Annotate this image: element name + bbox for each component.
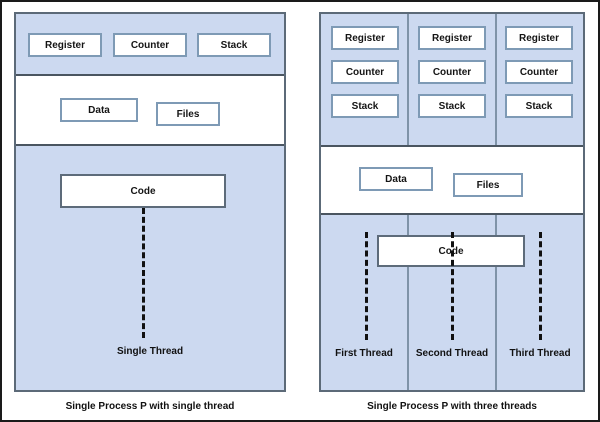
right-second-thread-line: [451, 232, 454, 340]
left-stack-label: Stack: [220, 39, 248, 51]
left-stack-box: Stack: [197, 33, 271, 57]
right-first-thread-label: First Thread: [335, 348, 393, 359]
left-single-thread-label: Single Thread: [116, 346, 184, 357]
right-col1-register-box: Register: [331, 26, 399, 50]
right-code-band: Code First Thread Second Thread Third Th…: [321, 215, 583, 390]
right-process-panel: Register Counter Stack Register Counter …: [319, 12, 585, 392]
right-col2-counter-label: Counter: [432, 66, 472, 78]
left-code-box: Code: [60, 174, 226, 208]
right-col3-stack-label: Stack: [525, 100, 553, 112]
right-threads-registers-band: Register Counter Stack Register Counter …: [321, 14, 583, 147]
right-col3-register-label: Register: [518, 32, 559, 44]
left-single-thread-line: [142, 208, 145, 338]
left-counter-label: Counter: [130, 39, 170, 51]
right-first-thread-line: [365, 232, 368, 340]
left-files-box: Files: [156, 102, 220, 126]
right-panel-caption: Single Process P with three threads: [367, 401, 537, 412]
right-col3-register-box: Register: [505, 26, 573, 50]
right-col2-stack-box: Stack: [418, 94, 486, 118]
left-thread-registers-band: Register Counter Stack: [16, 14, 284, 76]
right-column-separator-2: [495, 14, 497, 145]
left-panel-caption: Single Process P with single thread: [65, 401, 235, 412]
right-files-label: Files: [476, 179, 500, 191]
left-register-box: Register: [28, 33, 102, 57]
right-second-thread-label: Second Thread: [415, 348, 489, 359]
right-lower-column-separator-2: [495, 215, 497, 390]
right-col3-stack-box: Stack: [505, 94, 573, 118]
left-shared-resources-band: Data Files: [16, 76, 284, 146]
right-col3-counter-box: Counter: [505, 60, 573, 84]
left-code-band: Code Single Thread: [16, 146, 284, 390]
right-lower-column-separator-1: [407, 215, 409, 390]
right-col2-register-label: Register: [431, 32, 472, 44]
right-col1-counter-box: Counter: [331, 60, 399, 84]
right-col2-stack-label: Stack: [438, 100, 466, 112]
right-third-thread-line: [539, 232, 542, 340]
right-data-label: Data: [385, 173, 407, 185]
right-col1-register-label: Register: [344, 32, 385, 44]
left-data-box: Data: [60, 98, 138, 122]
right-col2-register-box: Register: [418, 26, 486, 50]
right-col1-counter-label: Counter: [345, 66, 385, 78]
right-data-box: Data: [359, 167, 433, 191]
left-counter-box: Counter: [113, 33, 187, 57]
left-files-label: Files: [176, 108, 200, 120]
right-shared-resources-band: Data Files: [321, 147, 583, 215]
right-col3-counter-label: Counter: [519, 66, 559, 78]
right-col1-stack-label: Stack: [351, 100, 379, 112]
right-column-separator-1: [407, 14, 409, 145]
right-col2-counter-box: Counter: [418, 60, 486, 84]
right-third-thread-label: Third Thread: [509, 348, 571, 359]
left-register-label: Register: [44, 39, 85, 51]
left-code-label: Code: [130, 185, 156, 197]
left-data-label: Data: [88, 104, 110, 116]
left-process-panel: Register Counter Stack Data Files Code: [14, 12, 286, 392]
right-col1-stack-box: Stack: [331, 94, 399, 118]
right-files-box: Files: [453, 173, 523, 197]
